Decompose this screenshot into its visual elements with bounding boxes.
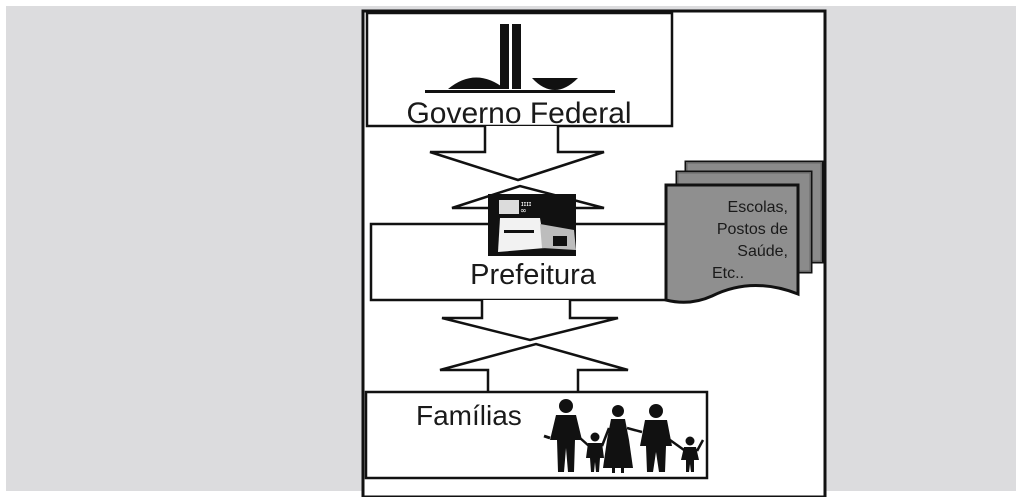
services-line-1: Escolas, xyxy=(728,199,788,216)
city-label: Prefeitura xyxy=(470,259,597,291)
arrow-down-city-to-families xyxy=(441,300,619,342)
services-line-4: Etc.. xyxy=(712,265,744,282)
arrow-up-families-to-city xyxy=(439,342,629,392)
page-margin-right xyxy=(1016,0,1022,497)
services-line-3: Saúde, xyxy=(737,243,788,260)
arrow-down-federal-to-city xyxy=(429,126,605,182)
federal-node: Governo Federal xyxy=(365,11,674,130)
page-margin-left xyxy=(0,0,6,497)
services-line-2: Postos de xyxy=(717,221,788,238)
svg-text:ɪɪɪɪ: ɪɪɪɪ xyxy=(521,200,532,208)
page-margin-top xyxy=(0,0,1022,6)
families-label: Famílias xyxy=(416,400,522,431)
family-silhouettes-icon xyxy=(543,399,705,473)
svg-text:∞: ∞ xyxy=(520,206,527,215)
stacked-documents-icon xyxy=(664,160,824,304)
federal-label: Governo Federal xyxy=(406,97,631,130)
brasilia-congress-icon xyxy=(425,24,615,93)
city-hall-office-icon: ɪɪɪɪ ∞ xyxy=(488,194,576,256)
